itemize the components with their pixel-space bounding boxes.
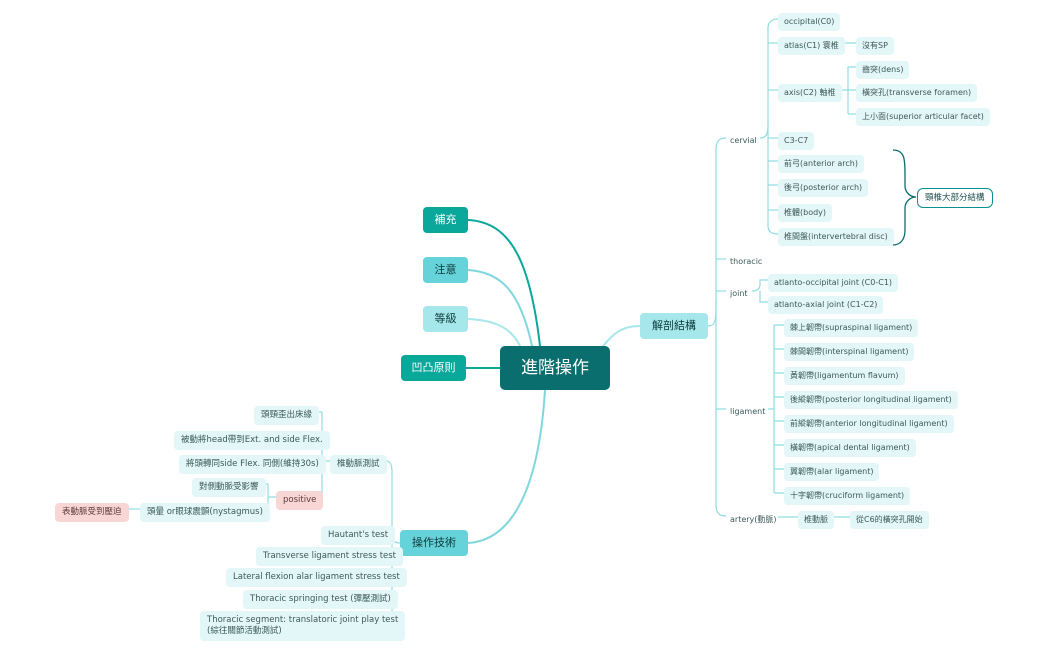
branch-notice[interactable]: 注意 [423,257,468,283]
node-posterior-arch[interactable]: 後弓(posterior arch) [778,179,869,197]
node-vat-step3[interactable]: 將頭轉同side Flex. 同側(維持30s) [179,455,326,474]
node-vat-step1[interactable]: 頭頸歪出床緣 [254,406,320,425]
root-topic[interactable]: 進階操作 [500,346,610,390]
link-grade [467,318,521,347]
node-c6-foramen[interactable]: 從C6的橫突孔開始 [850,511,929,529]
node-thoracic-springing[interactable]: Thoracic springing test (彈壓測試) [243,590,398,609]
summary-bracket [892,149,917,246]
branch-principle[interactable]: 凹凸原則 [401,355,466,381]
node-posterior-long[interactable]: 後縱韌帶(posterior longitudinal ligament) [784,391,958,409]
link-anatomy [599,325,641,351]
node-flavum[interactable]: 黃韌帶(ligamentum flavum) [784,367,905,385]
branch-anatomy[interactable]: 解剖結構 [640,313,708,339]
branch-grade[interactable]: 等級 [423,306,468,332]
node-hautant[interactable]: Hautant's test [321,526,396,545]
link-supplement [467,219,541,347]
node-apical[interactable]: 橫韌帶(apical dental ligament) [784,439,916,457]
branch-supplement[interactable]: 補充 [423,207,468,233]
node-axis[interactable]: axis(C2) 軸椎 [778,84,842,102]
node-artery[interactable]: artery(動脈) [730,515,777,524]
node-supraspinal[interactable]: 棘上韌帶(supraspinal ligament) [784,319,919,337]
node-occipital[interactable]: occipital(C0) [778,13,841,31]
link-notice [467,269,533,347]
node-positive[interactable]: positive [276,491,324,510]
node-disc[interactable]: 椎間盤(intervertebral disc) [778,228,894,246]
summary-label[interactable]: 頸椎大部分結構 [917,188,993,208]
node-thoracic[interactable]: thoracic [730,257,763,266]
branch-technique[interactable]: 操作技術 [400,530,468,556]
link-technique [467,389,546,544]
node-vertebral-artery[interactable]: 椎動脈 [798,511,834,529]
node-pos-2[interactable]: 頭暈 or眼球震顫(nystagmus) [140,503,270,522]
thoracic-segment-line2: (綜往關節活動測試) [207,626,282,636]
node-transverse-test[interactable]: Transverse ligament stress test [256,547,404,566]
node-aa-joint[interactable]: atlanto-axial joint (C1-C2) [768,296,884,314]
node-c3-c7[interactable]: C3-C7 [778,132,815,150]
node-vat[interactable]: 椎動脈測試 [330,455,387,474]
node-compressed[interactable]: 表動脈受到壓迫 [55,503,129,522]
node-interspinal[interactable]: 棘間韌帶(interspinal ligament) [784,343,915,361]
node-alar[interactable]: 翼韌帶(alar ligament) [784,463,880,481]
node-anterior-arch[interactable]: 前弓(anterior arch) [778,155,864,173]
node-thoracic-segment[interactable]: Thoracic segment: translatoric joint pla… [200,611,406,641]
node-body[interactable]: 椎體(body) [778,204,833,222]
node-ligament[interactable]: ligament [730,407,766,416]
node-lateral-flexion[interactable]: Lateral flexion alar ligament stress tes… [226,568,407,587]
node-transverse-foramen[interactable]: 橫突孔(transverse foramen) [856,84,978,102]
node-joint[interactable]: joint [730,289,748,298]
node-cervial[interactable]: cervial [730,136,757,145]
node-cruciform[interactable]: 十字韌帶(cruciform ligament) [784,487,911,505]
node-dens[interactable]: 齒突(dens) [856,61,910,79]
node-ao-joint[interactable]: atlanto-occipital joint (C0-C1) [768,274,899,292]
node-pos-1[interactable]: 對側動脈受影響 [192,478,266,497]
node-superior-facet[interactable]: 上小面(superior articular facet) [856,108,990,126]
node-anterior-long[interactable]: 前縱韌帶(anterior longitudinal ligament) [784,415,954,433]
thoracic-segment-line1: Thoracic segment: translatoric joint pla… [207,615,399,625]
node-atlas[interactable]: atlas(C1) 寰椎 [778,37,845,55]
node-no-sp[interactable]: 沒有SP [856,37,894,55]
node-vat-step2[interactable]: 被動將head帶到Ext. and side Flex. [174,431,330,450]
